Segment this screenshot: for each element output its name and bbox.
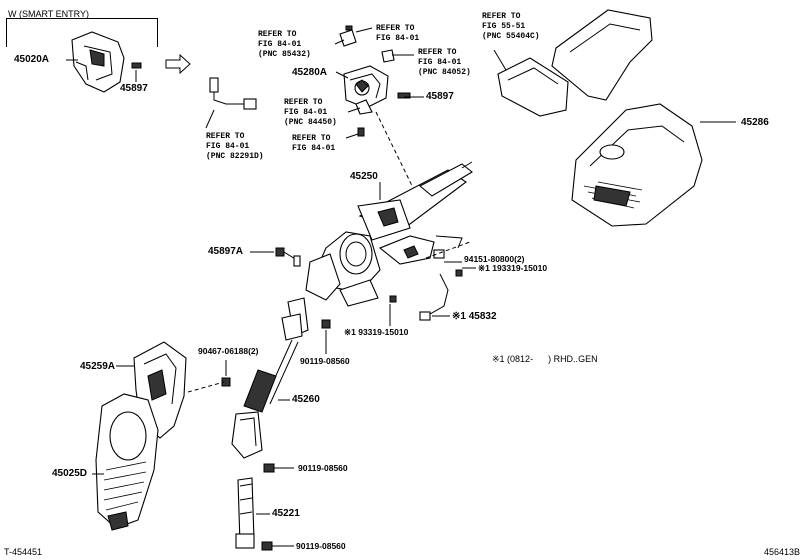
- label-45259a: 45259A: [80, 361, 116, 372]
- label-45020a: 45020A: [14, 54, 50, 65]
- label-45286: 45286: [741, 117, 769, 128]
- applicability-note: ※1 (0812- ) RHD..GEN: [492, 354, 598, 364]
- cover-55404c-drawing: [497, 57, 569, 117]
- sensor-45832-drawing: [389, 273, 449, 321]
- leader-ref-85432: [334, 39, 345, 45]
- label-93319-15010-b: ※1 93319-15010: [344, 327, 409, 337]
- ref-fig-84-01-pnc-82291d: REFER TO FIG 84-01 (PNC 82291D): [206, 132, 264, 161]
- dashed-link-switch: [375, 111, 419, 199]
- label-45897a: 45897A: [208, 246, 244, 257]
- dashed-link-90467: [187, 381, 225, 393]
- ref-fig-84-01-top-right: REFER TO FIG 84-01: [376, 24, 420, 43]
- bolt-45897a-drawing: [275, 247, 301, 267]
- label-90467-06188: 90467-06188(2): [198, 346, 259, 356]
- part-45221-drawing: [235, 477, 255, 549]
- part-45286-upper-drawing: [551, 9, 653, 101]
- part-45250-drawing: [305, 161, 473, 307]
- leader-ref-55404c: [493, 49, 507, 71]
- label-94151-80800: 94151-80800(2): [464, 254, 525, 264]
- part-45260-drawing: [231, 297, 309, 459]
- part-45286-lower-drawing: [571, 103, 703, 227]
- label-45897-mid: 45897: [426, 91, 454, 102]
- label-45025d: 45025D: [52, 468, 88, 479]
- arrow-right-icon: [165, 53, 191, 75]
- leader-ref-top-right: [355, 27, 373, 33]
- label-45897-top: 45897: [120, 83, 148, 94]
- label-45221: 45221: [272, 508, 300, 519]
- label-45250: 45250: [350, 171, 378, 182]
- label-90119-08560-c: 90119-08560: [296, 541, 346, 551]
- variant-bracket: [6, 18, 158, 47]
- ref-fig-84-01-pnc-84450: REFER TO FIG 84-01 (PNC 84450): [284, 98, 337, 127]
- label-90119-08560-a: 90119-08560: [300, 356, 350, 366]
- label-45280a: 45280A: [292, 67, 328, 78]
- label-45260: 45260: [292, 394, 320, 405]
- label-193319-15010-a: ※1 193319-15010: [478, 263, 548, 273]
- clip-90467-drawing: [221, 377, 231, 387]
- bolt-90119-c-drawing: [261, 541, 273, 551]
- variant-label: W (SMART ENTRY): [8, 9, 90, 19]
- footer-illustration-id: T-454451: [4, 547, 43, 557]
- part-45025d-drawing: [95, 393, 159, 531]
- label-90119-08560-b: 90119-08560: [298, 463, 348, 473]
- part-45020a-drawing: [71, 31, 142, 93]
- leader-ref-84450: [347, 107, 361, 113]
- ref-fig-84-01-small: REFER TO FIG 84-01: [292, 134, 336, 153]
- footer-figure-id: 456413B: [764, 547, 801, 557]
- ref-fig-55-51-pnc-55404c: REFER TO FIG 55-51 (PNC 55404C): [482, 12, 540, 41]
- ref-fig-84-01-pnc-85432: REFER TO FIG 84-01 (PNC 85432): [258, 30, 311, 59]
- part-45280a-drawing: [339, 25, 411, 137]
- connector-82291d-drawing: [205, 77, 257, 129]
- bolt-90119-a-drawing: [321, 319, 331, 329]
- leader-ref-small: [345, 133, 359, 139]
- ref-fig-84-01-pnc-84052: REFER TO FIG 84-01 (PNC 84052): [418, 48, 471, 77]
- dashed-link-94151: [425, 241, 471, 259]
- label-45832: ※1 45832: [452, 311, 497, 322]
- bolt-90119-b-drawing: [263, 463, 275, 473]
- leader-45280a: [335, 71, 349, 79]
